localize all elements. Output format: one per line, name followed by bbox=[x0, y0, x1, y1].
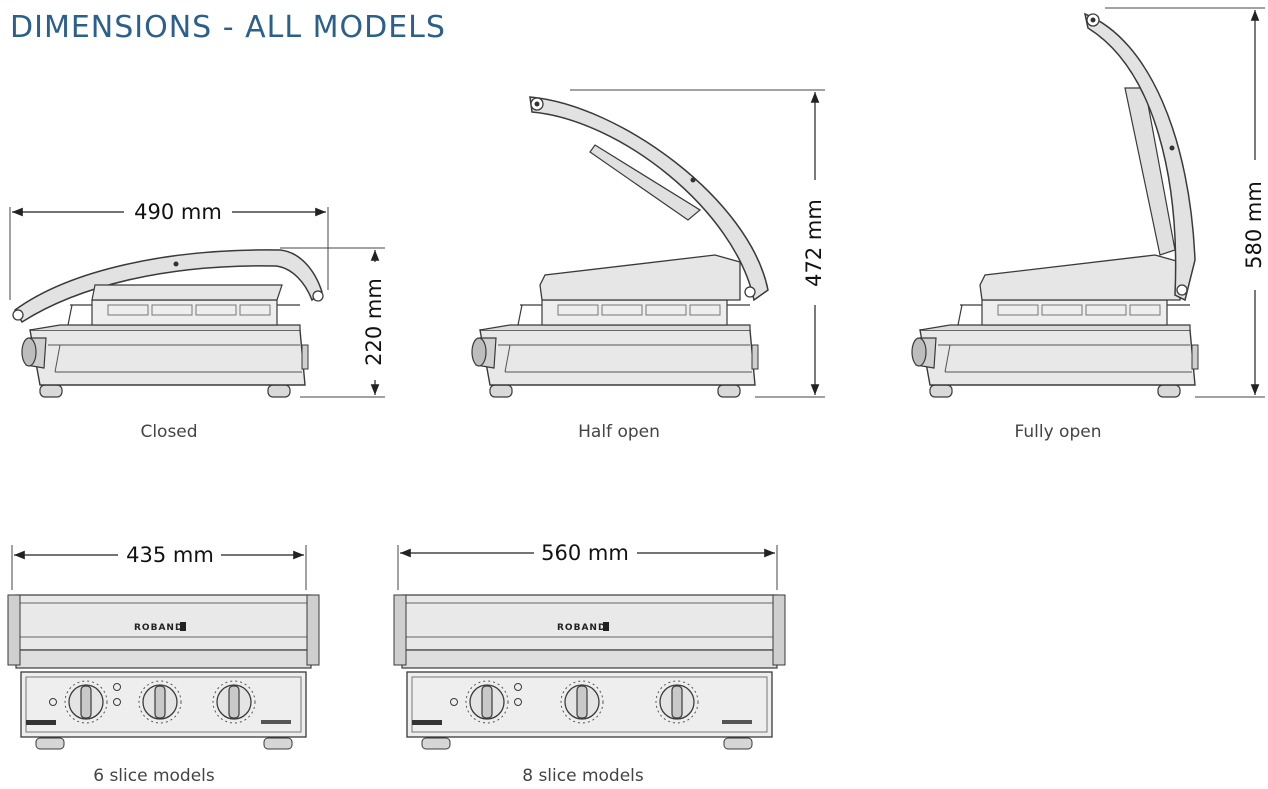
six-slice-view: ROBAND 435 mm bbox=[7, 543, 320, 750]
eight-slice-width-label: 560 mm bbox=[541, 541, 629, 565]
page-title: DIMENSIONS - ALL MODELS bbox=[10, 10, 446, 45]
fully-open-height-label: 580 mm bbox=[1242, 181, 1266, 269]
caption-half-open: Half open bbox=[578, 422, 660, 442]
closed-view: 490 mm 220 mm bbox=[9, 200, 386, 398]
eight-slice-brand: ROBAND bbox=[557, 623, 606, 633]
caption-eight-slice: 8 slice models bbox=[522, 766, 644, 786]
caption-six-slice: 6 slice models bbox=[93, 766, 215, 786]
caption-closed: Closed bbox=[140, 422, 198, 442]
six-slice-width-label: 435 mm bbox=[126, 543, 214, 567]
fully-open-view: 580 mm bbox=[911, 7, 1266, 398]
half-open-height-label: 472 mm bbox=[802, 199, 826, 287]
six-slice-brand: ROBAND bbox=[134, 623, 183, 633]
eight-slice-view: ROBAND 560 mm bbox=[393, 541, 786, 750]
caption-fully-open: Fully open bbox=[1014, 422, 1102, 442]
closed-height-label: 220 mm bbox=[362, 278, 386, 366]
half-open-view: 472 mm bbox=[471, 89, 826, 398]
closed-width-label: 490 mm bbox=[134, 200, 222, 224]
